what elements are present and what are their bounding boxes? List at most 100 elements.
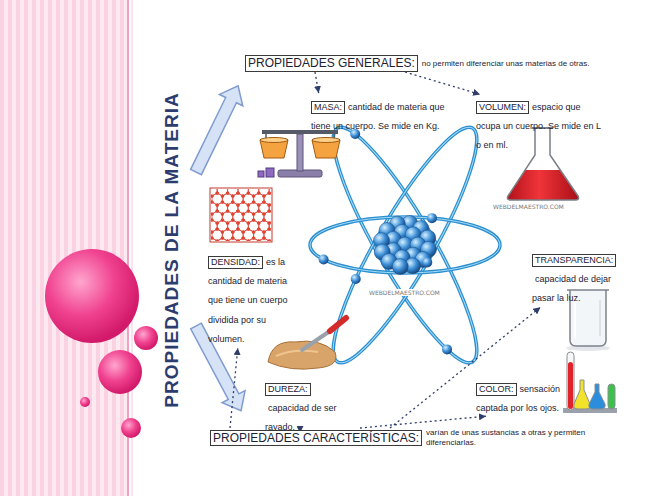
molecule-picture bbox=[221, 194, 224, 197]
atom-picture bbox=[351, 274, 361, 284]
flask-picture bbox=[507, 128, 578, 200]
molecule-picture bbox=[216, 239, 219, 241]
molecule-picture bbox=[252, 194, 255, 197]
molecule-picture bbox=[268, 227, 271, 230]
molecule-picture bbox=[262, 236, 265, 239]
molecule-picture bbox=[242, 230, 245, 233]
molecule-picture bbox=[231, 212, 234, 215]
molecule-picture bbox=[262, 194, 265, 197]
molecule-picture bbox=[236, 203, 239, 206]
atom-picture bbox=[313, 114, 496, 376]
molecule-picture bbox=[242, 200, 245, 203]
molecule-picture bbox=[226, 209, 229, 212]
watermark: WEBDELMAESTRO.COM bbox=[492, 203, 565, 210]
molecule-picture bbox=[226, 227, 229, 230]
test-tubes bbox=[574, 380, 590, 409]
balance-scale bbox=[312, 138, 340, 143]
molecule-picture bbox=[252, 200, 255, 203]
property-name: MASA: bbox=[311, 101, 345, 114]
molecule-picture bbox=[268, 227, 271, 230]
molecule-picture bbox=[252, 218, 255, 221]
molecule-picture bbox=[268, 239, 271, 241]
molecule-picture bbox=[231, 218, 234, 221]
molecule-picture bbox=[216, 227, 219, 230]
molecule-picture bbox=[216, 221, 219, 224]
property-description: capacidad de dejar pasar la luz. bbox=[532, 274, 611, 303]
pink-bubbles bbox=[98, 350, 142, 394]
molecule-picture bbox=[216, 203, 219, 206]
watermark: WEBDELMAESTRO.COM bbox=[368, 289, 441, 296]
molecule-picture bbox=[226, 191, 229, 194]
molecule-picture bbox=[211, 236, 214, 239]
molecule-picture bbox=[236, 239, 239, 241]
molecule-picture bbox=[247, 203, 250, 206]
molecule-picture bbox=[221, 200, 224, 203]
property-name: DENSIDAD: bbox=[208, 256, 263, 269]
molecule-picture bbox=[236, 227, 239, 230]
molecule-picture bbox=[226, 209, 229, 212]
molecule-picture bbox=[226, 221, 229, 224]
molecule-picture bbox=[247, 239, 250, 241]
property-box: VOLUMEN:espacio que ocupa un cuerpo. Se … bbox=[476, 95, 606, 153]
molecule-picture bbox=[247, 239, 250, 241]
molecule-picture bbox=[268, 209, 271, 212]
molecule-picture bbox=[252, 230, 255, 233]
dotted-arrow bbox=[230, 348, 238, 428]
molecule-picture bbox=[216, 239, 219, 241]
molecule-picture bbox=[210, 188, 272, 242]
molecule-picture bbox=[247, 209, 250, 212]
molecule-picture bbox=[268, 239, 271, 241]
molecule-picture bbox=[268, 221, 271, 224]
property-name: PROPIEDADES CARACTERÍSTICAS: bbox=[210, 430, 422, 446]
atom-picture bbox=[442, 344, 452, 354]
group-heading-box: PROPIEDADES GENERALES:no permiten difere… bbox=[245, 55, 589, 72]
molecule-picture bbox=[257, 227, 260, 230]
molecule-picture bbox=[221, 218, 224, 221]
molecule-picture bbox=[247, 221, 250, 224]
molecule-picture bbox=[216, 221, 219, 224]
molecule-picture bbox=[247, 239, 250, 241]
pink-side-band bbox=[0, 0, 128, 496]
molecule-picture bbox=[257, 227, 260, 230]
molecule-picture bbox=[257, 191, 260, 194]
molecule-picture bbox=[236, 209, 239, 212]
glass-beaker bbox=[600, 300, 601, 336]
molecule-picture bbox=[268, 191, 271, 194]
molecule-picture bbox=[216, 191, 219, 194]
molecule-picture bbox=[262, 236, 265, 239]
molecule-picture bbox=[221, 218, 224, 221]
molecule-picture bbox=[247, 227, 250, 230]
molecule-picture bbox=[247, 191, 250, 194]
molecule-picture bbox=[257, 191, 260, 194]
molecule-picture bbox=[221, 194, 224, 197]
molecule-picture bbox=[236, 239, 239, 241]
molecule-picture bbox=[236, 227, 239, 230]
molecule-picture bbox=[257, 239, 260, 241]
molecule-picture bbox=[242, 212, 245, 215]
property-description: capacidad de ser rayado. bbox=[265, 403, 337, 432]
molecule-picture bbox=[247, 209, 250, 212]
molecule-picture bbox=[242, 236, 245, 239]
molecule-picture bbox=[236, 221, 239, 224]
molecule-picture bbox=[226, 203, 229, 206]
property-description: es la cantidad de materia que tiene un c… bbox=[208, 257, 288, 344]
atom-picture bbox=[313, 114, 496, 376]
flask-picture bbox=[507, 170, 578, 200]
atom-picture bbox=[319, 254, 329, 264]
molecule-picture bbox=[216, 227, 219, 230]
molecule-picture bbox=[252, 212, 255, 215]
molecule-picture bbox=[231, 230, 234, 233]
molecule-picture bbox=[252, 212, 255, 215]
molecule-picture bbox=[252, 200, 255, 203]
molecule-picture bbox=[257, 209, 260, 212]
molecule-picture bbox=[226, 221, 229, 224]
property-box: TRANSPARENCIA:capacidad de dejar pasar l… bbox=[532, 248, 632, 306]
molecule-picture bbox=[236, 203, 239, 206]
atom-picture bbox=[422, 257, 432, 267]
molecule-picture bbox=[257, 239, 260, 241]
pink-bubbles bbox=[45, 249, 139, 343]
molecule-picture bbox=[221, 212, 224, 215]
molecule-picture bbox=[231, 194, 234, 197]
molecule-picture bbox=[257, 221, 260, 224]
molecule-picture bbox=[216, 203, 219, 206]
